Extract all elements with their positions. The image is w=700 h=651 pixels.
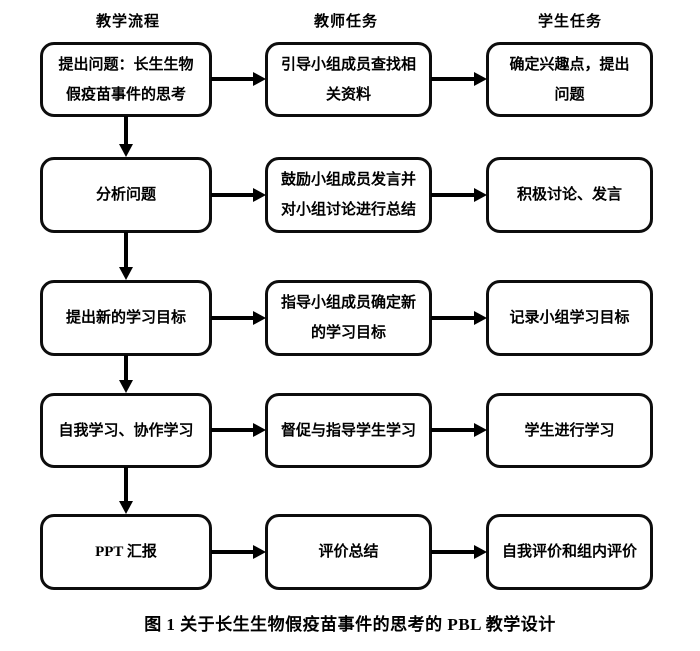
box-r4-process: 自我学习、协作学习 <box>40 393 212 468</box>
right-arrow-r1-teacher-student <box>431 72 487 86</box>
right-arrow-r3-process-teacher <box>211 311 266 325</box>
right-arrow-r2-process-teacher <box>211 188 266 202</box>
box-r3-student: 记录小组学习目标 <box>486 280 653 356</box>
box-r4-teacher: 督促与指导学生学习 <box>265 393 432 468</box>
box-r5-process: PPT 汇报 <box>40 514 212 590</box>
down-arrow-r1-r2 <box>119 116 133 157</box>
box-r3-teacher: 指导小组成员确定新 的学习目标 <box>265 280 432 356</box>
down-arrow-r2-r3 <box>119 232 133 280</box>
column-header-process: 教学流程 <box>95 14 160 30</box>
box-r5-student: 自我评价和组内评价 <box>486 514 653 590</box>
box-r3-process: 提出新的学习目标 <box>40 280 212 356</box>
right-arrow-r5-teacher-student <box>431 545 487 559</box>
right-arrow-r4-teacher-student <box>431 423 487 437</box>
box-r2-teacher: 鼓励小组成员发言并 对小组讨论进行总结 <box>265 157 432 233</box>
box-r1-teacher: 引导小组成员查找相 关资料 <box>265 42 432 117</box>
box-r1-student: 确定兴趣点，提出 问题 <box>486 42 653 117</box>
right-arrow-r5-process-teacher <box>211 545 266 559</box>
box-r4-student: 学生进行学习 <box>486 393 653 468</box>
down-arrow-r3-r4 <box>119 355 133 393</box>
column-header-teacher: 教师任务 <box>313 14 378 30</box>
column-header-student: 学生任务 <box>537 14 602 30</box>
box-r1-process: 提出问题：长生生物 假疫苗事件的思考 <box>40 42 212 117</box>
right-arrow-r3-teacher-student <box>431 311 487 325</box>
right-arrow-r4-process-teacher <box>211 423 266 437</box>
box-r5-teacher: 评价总结 <box>265 514 432 590</box>
down-arrow-r4-r5 <box>119 467 133 514</box>
right-arrow-r1-process-teacher <box>211 72 266 86</box>
box-r2-student: 积极讨论、发言 <box>486 157 653 233</box>
right-arrow-r2-teacher-student <box>431 188 487 202</box>
box-r2-process: 分析问题 <box>40 157 212 233</box>
figure-caption: 图 1 关于长生生物假疫苗事件的思考的 PBL 教学设计 <box>144 615 556 634</box>
